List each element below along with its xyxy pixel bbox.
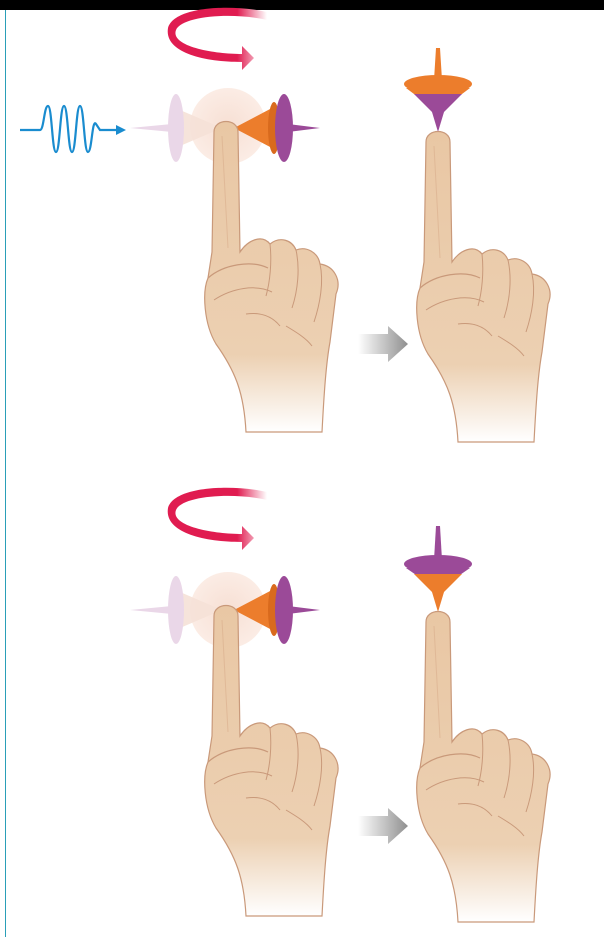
- hand-left-top: [205, 122, 338, 433]
- hand-left-bottom: [205, 606, 338, 917]
- result-spinning-top-top: [404, 48, 472, 132]
- rotation-arrow-icon: [168, 488, 267, 550]
- hand-right-top: [417, 132, 550, 443]
- process-arrow-icon: [358, 808, 408, 844]
- panel-bottom: [130, 488, 550, 922]
- result-spinning-top-bottom: [404, 526, 472, 612]
- rotation-arrow-icon: [168, 8, 267, 70]
- process-arrow-icon: [358, 326, 408, 362]
- hand-right-bottom: [417, 612, 550, 923]
- panel-top: [20, 8, 550, 442]
- pulse-wave-icon: [20, 106, 126, 152]
